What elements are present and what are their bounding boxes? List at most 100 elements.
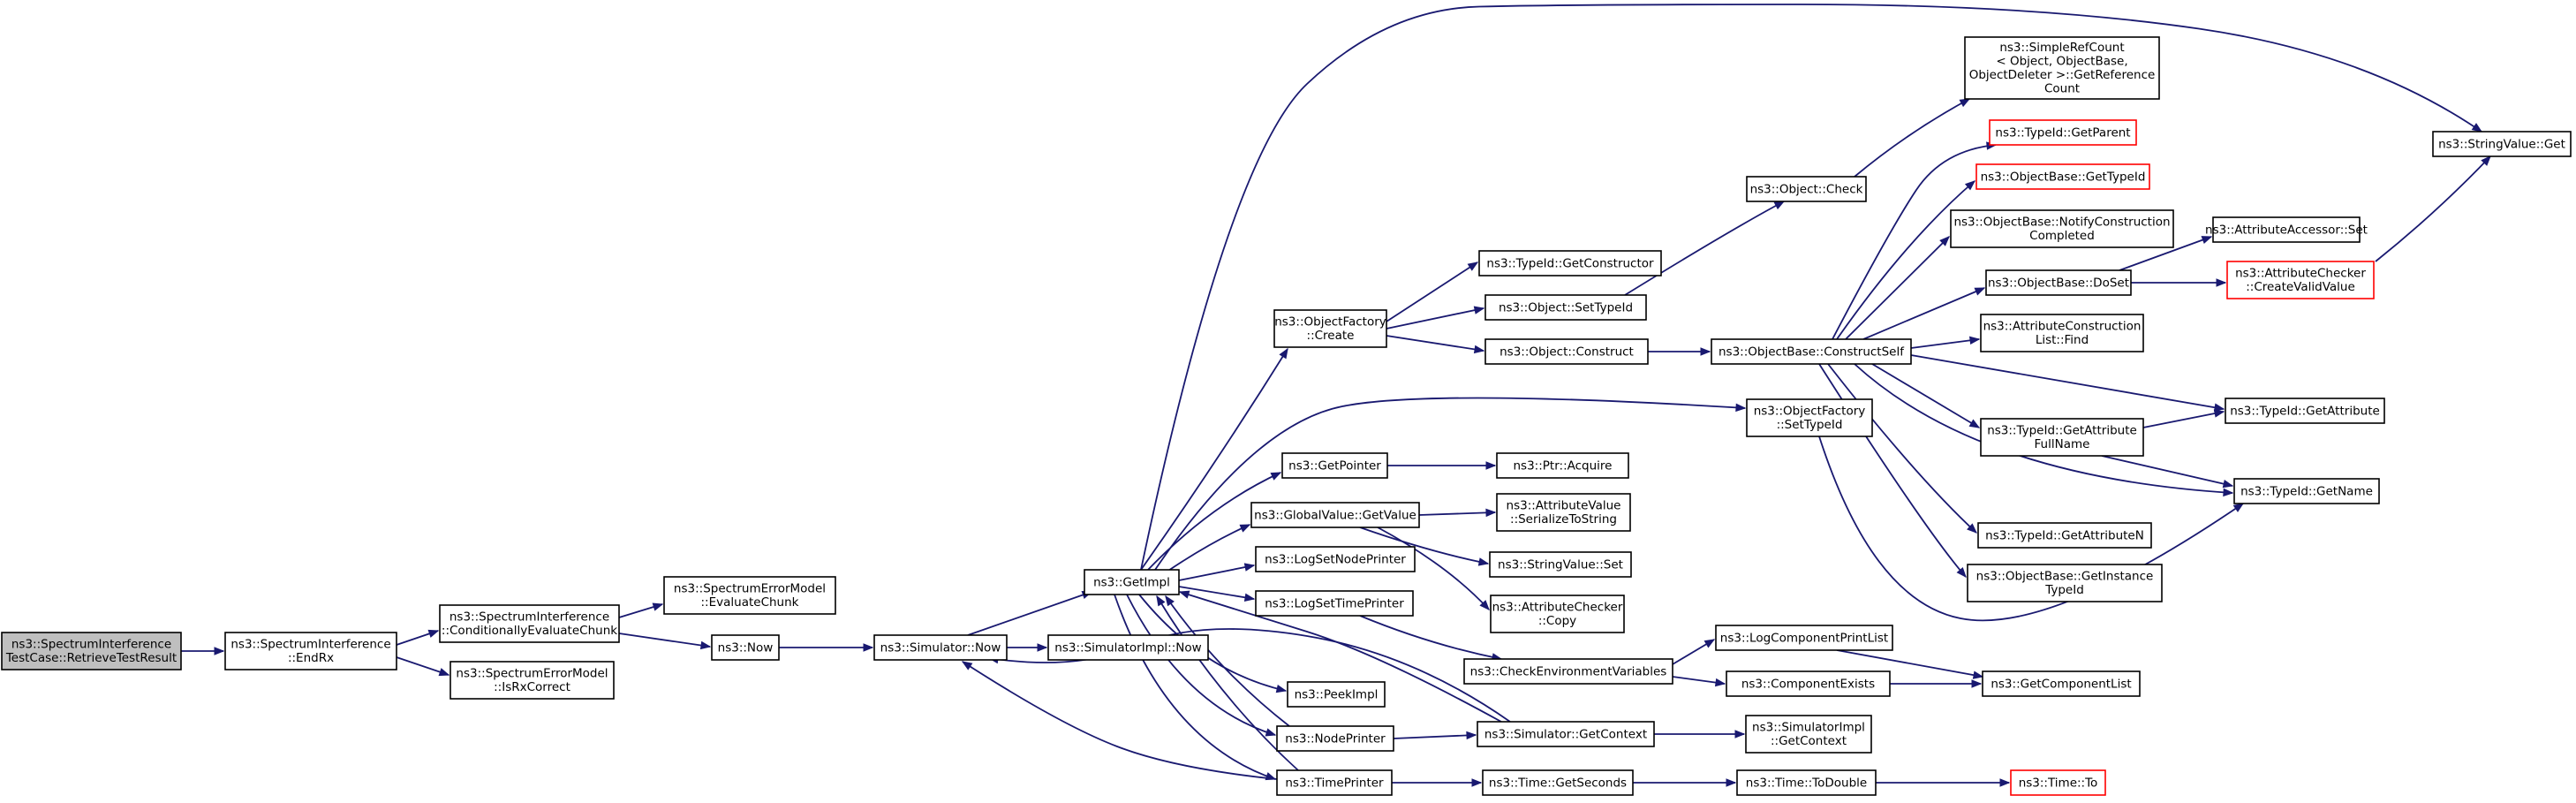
node-label-line: ns3::PeekImpl [1295,687,1379,701]
node-objcheck[interactable]: ns3::Object::Check [1746,176,1867,202]
node-box [1287,681,1386,708]
node-gvgetvalue[interactable]: ns3::GlobalValue::GetValue [1250,502,1420,528]
node-getname[interactable]: ns3::TypeId::GetName [2233,478,2380,504]
node-accessorset[interactable]: ns3::AttributeAccessor::Set [2205,216,2368,243]
node-todouble[interactable]: ns3::Time::ToDouble [1736,769,1877,796]
node-simimplctx[interactable]: ns3::SimulatorImpl::GetContext [1745,715,1872,754]
node-label-line: ::Create [1307,329,1355,343]
node-svget[interactable]: ns3::StringValue::Get [2432,131,2572,157]
node-label-line: List::Find [2036,333,2089,347]
node-logsettime[interactable]: ns3::LogSetTimePrinter [1255,590,1414,617]
node-box [663,576,836,615]
edge-line [1140,4,2482,571]
node-getattribute[interactable]: ns3::TypeId::GetAttribute [2225,398,2385,424]
node-label-line: ns3::ComponentExists [1741,677,1875,691]
node-doset[interactable]: ns3::ObjectBase::DoSet [1985,269,2132,296]
node-box [1484,338,1649,365]
node-box [1964,36,2160,100]
node-label-line: ::GetContext [1771,734,1847,748]
edge-line [1165,524,1250,573]
node-simnow[interactable]: ns3::Simulator::Now [873,634,1008,661]
node-simgetctx[interactable]: ns3::Simulator::GetContext [1477,721,1655,747]
edge-line [1386,335,1484,352]
arrowhead [1485,461,1497,470]
node-isrx[interactable]: ns3::SpectrumErrorModel::IsRxCorrect [449,661,615,700]
arrowhead [1178,590,1190,599]
edge-getimpl-to-ofcreate [1140,347,1288,571]
arrowhead [1939,236,1950,246]
arrowhead [652,602,664,611]
node-getattrn[interactable]: ns3::TypeId::GetAttributeN [1977,522,2152,549]
node-box [439,604,620,643]
node-evalchunk[interactable]: ns3::SpectrumErrorModel::EvaluateChunk [663,576,836,615]
node-ofcreate[interactable]: ns3::ObjectFactory::Create [1273,309,1387,348]
node-label-line: ns3::TimePrinter [1285,776,1384,790]
node-obgettypeid[interactable]: ns3::ObjectBase::GetTypeId [1975,163,2150,190]
node-label-line: ns3::ObjectBase::DoSet [1988,276,2129,290]
node-notifyconst[interactable]: ns3::ObjectBase::NotifyConstructionCompl… [1950,209,2174,248]
node-getconstructor[interactable]: ns3::TypeId::GetConstructor [1478,250,1662,277]
edge-line [1359,615,1502,660]
node-typeidparent[interactable]: ns3::TypeId::GetParent [1989,119,2137,146]
edge-line [1871,363,1980,428]
node-label-line: TestCase::RetrieveTestResult [5,651,177,665]
node-label-line: ns3::StringValue::Set [1498,557,1623,572]
node-ptracquire[interactable]: ns3::Ptr::Acquire [1496,452,1629,479]
arrowhead [1703,639,1716,648]
node-ofsettypeid[interactable]: ns3::ObjectFactory::SetTypeId [1746,398,1873,437]
node-label-line: ns3::SimpleRefCount [1999,41,2124,55]
node-timeto[interactable]: ns3::Time::To [2010,769,2106,796]
node-simpleref[interactable]: ns3::SimpleRefCount< Object, ObjectBase,… [1964,36,2160,100]
arrowhead [1773,201,1786,210]
edge-line [962,661,1278,780]
node-getseconds[interactable]: ns3::Time::GetSeconds [1482,769,1634,796]
edge-ofcreate-to-getconstructor [1386,261,1479,322]
edge-timeprinter-to-getseconds [1392,778,1483,787]
edge-settypeid-to-objcheck [1624,201,1786,296]
node-box [1715,625,1893,651]
node-constructself[interactable]: ns3::ObjectBase::ConstructSelf [1711,338,1912,365]
node-construct[interactable]: ns3::Object::Construct [1484,338,1649,365]
arrowhead [1243,563,1256,572]
node-simimplnow[interactable]: ns3::SimulatorImpl::Now [1047,634,1209,661]
edge-line [2142,411,2225,428]
node-nodeprinter[interactable]: ns3::NodePrinter [1276,725,1394,752]
arrowhead [2481,155,2491,166]
node-checkenv[interactable]: ns3::CheckEnvironmentVariables [1463,658,1673,685]
node-getpointer[interactable]: ns3::GetPointer [1281,452,1388,479]
node-svset[interactable]: ns3::StringValue::Set [1489,551,1632,578]
edge-condeval-to-evalchunk [618,602,664,618]
node-getimpl[interactable]: ns3::GetImpl [1084,569,1180,595]
node-box [1980,418,2144,457]
arrowhead [1243,593,1256,602]
node-timeprinter[interactable]: ns3::TimePrinter [1276,769,1393,796]
edge-line [1836,649,1983,678]
node-label-line: ns3::TypeId::GetAttribute [2230,404,2380,418]
node-label-line: ns3::SimulatorImpl [1752,721,1865,735]
node-compexists[interactable]: ns3::ComponentExists [1726,670,1891,697]
node-logcompprint[interactable]: ns3::LogComponentPrintList [1715,625,1893,651]
edge-getimpl-to-svget [1140,4,2483,571]
arrowhead [1967,523,1977,534]
node-peekimpl[interactable]: ns3::PeekImpl [1287,681,1386,708]
node-settypeid[interactable]: ns3::Object::SetTypeId [1484,294,1647,321]
arrowhead [1964,180,1976,191]
node-label-line: ns3::AttributeChecker [1492,601,1623,615]
arrowhead [2216,278,2227,287]
node-endrx[interactable]: ns3::SpectrumInterference::EndRx [224,632,397,670]
node-accopy[interactable]: ns3::AttributeChecker::Copy [1490,595,1625,633]
node-now[interactable]: ns3::Now [711,634,780,661]
node-avserialize[interactable]: ns3::AttributeValue::SerializeToString [1496,493,1631,532]
node-box [1477,721,1655,747]
node-createvalid[interactable]: ns3::AttributeChecker::CreateValidValue [2226,261,2375,299]
node-condeval[interactable]: ns3::SpectrumInterference::Conditionally… [439,604,620,643]
node-getcomplist[interactable]: ns3::GetComponentList [1982,670,2141,697]
node-label-line: ns3::StringValue::Get [2438,137,2565,151]
edge-simnow-to-simimplnow [1007,643,1048,652]
edge-line [618,633,711,648]
node-logsetnode[interactable]: ns3::LogSetNodePrinter [1255,546,1416,572]
